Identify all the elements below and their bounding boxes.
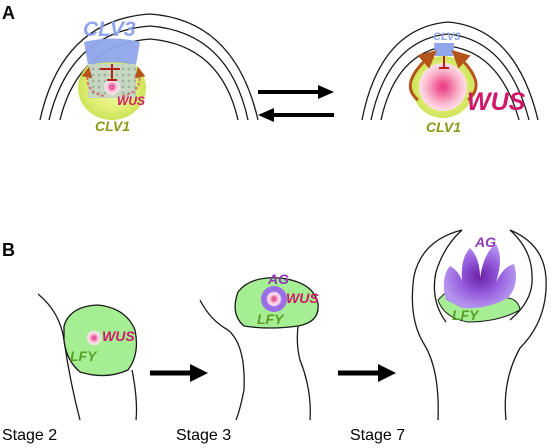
feedback-arrow-left-a [81,66,105,97]
clv3-domain-left [84,38,140,65]
meristem-right-outer-outline [361,21,539,121]
meristem-right-inner-outline [370,33,530,121]
stage3-caption: Stage 3 [176,427,231,444]
arrow-stage2-to-3 [150,364,208,382]
stage2-stem-right [131,369,138,421]
stage3-wus-label: WUS [286,290,319,306]
wus-label-right: WUS [467,88,526,116]
meristem-left-layer3-outline [59,38,239,121]
stage7-ag-domain [443,244,516,309]
stage7-ag-label: AG [474,234,496,250]
meristem-left-inner-outline [48,25,249,121]
stage7-caption: Stage 7 [350,427,405,444]
clv3-label-left: CLV3 [83,18,136,41]
feedback-arrow-right-a [408,50,437,102]
wus-center-left [103,78,121,96]
meristem-right: CLV3 WUS CLV1 [361,21,539,135]
stage7-diagram: AG LFY Stage 7 [350,229,547,444]
stage3-lfy-label: LFY [257,311,285,327]
stage3-stem-outline [199,299,245,421]
panel-label-b: B [2,240,15,260]
panel-label-a: A [2,3,15,23]
stage2-diagram: WUS LFY Stage 2 [2,293,138,444]
feedback-arrow-left-b [121,66,146,97]
stage3-diagram: AG WUS LFY Stage 3 [176,271,319,444]
meristem-left: CLV3 WUS CLV1 [39,13,259,134]
clv1-label-left: CLV1 [95,118,130,134]
meristem-left-outer-outline [39,13,259,121]
wus-domain-right [419,63,467,111]
clv3-label-right: CLV3 [433,31,461,43]
clv3-domain-right [434,43,454,56]
wus-label-left: WUS [117,94,145,108]
equilibrium-arrows [258,85,334,122]
stage2-caption: Stage 2 [2,427,57,444]
stage7-sepal-right [504,229,547,421]
stage3-ag-label: AG [267,271,289,287]
feedback-arrow-right-b [451,49,478,102]
stage3-wus-spot [266,291,282,307]
clv1-label-right: CLV1 [426,119,461,135]
stage2-wus-label: WUS [102,328,135,344]
stage2-lfy-label: LFY [70,348,98,364]
stage7-lfy-label: LFY [452,307,480,323]
stage3-stem-right [296,325,311,421]
stage2-wus-spot [86,330,102,346]
stage7-sepal-left [411,229,463,421]
arrow-stage3-to-7 [338,364,396,382]
